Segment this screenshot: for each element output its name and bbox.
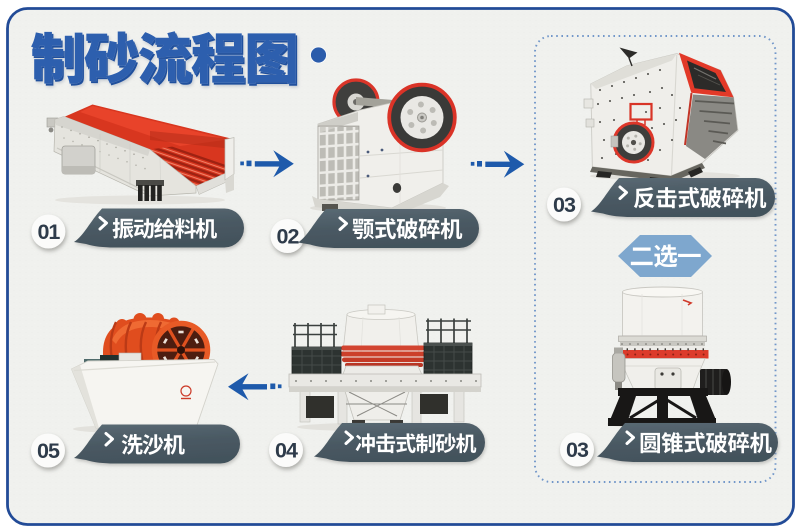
svg-text:05: 05: [37, 439, 60, 463]
svg-text:01: 01: [37, 220, 60, 244]
svg-text:04: 04: [275, 439, 298, 463]
svg-text:02: 02: [277, 225, 300, 249]
svg-text:03: 03: [566, 438, 589, 462]
svg-text:03: 03: [553, 193, 576, 217]
